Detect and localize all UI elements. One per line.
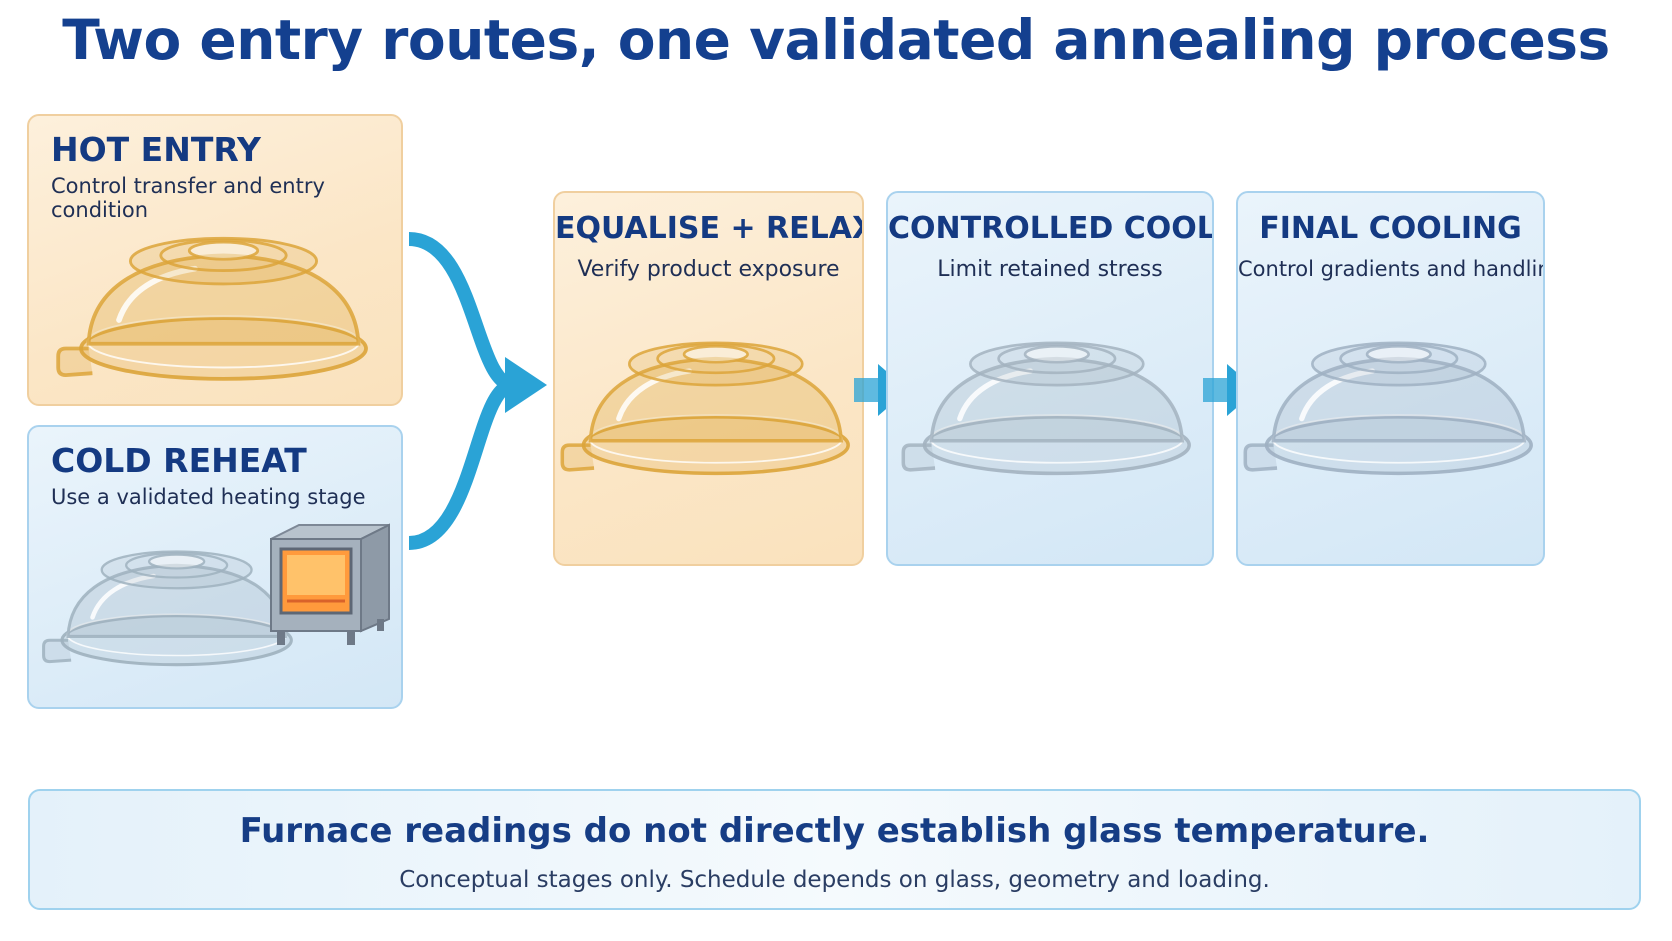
reheat-oven-icon <box>270 523 390 645</box>
final-cooling-title: FINAL COOLING <box>1259 211 1522 246</box>
final-cooling-subtitle: Control gradients and handling <box>1238 257 1545 281</box>
hot-entry-card: HOT ENTRY Control transfer and entry con… <box>27 114 403 406</box>
clear-glass-cover-icon <box>1240 311 1540 491</box>
controlled-cooling-card: CONTROLLED COOLING Limit retained stress <box>886 191 1214 566</box>
clear-glass-cover-icon <box>39 522 299 682</box>
equalise-relax-title: EQUALISE + RELAX <box>555 211 864 246</box>
hot-entry-subtitle: Control transfer and entry condition <box>51 174 325 222</box>
merge-arrow-icon <box>408 232 547 550</box>
cold-reheat-title: COLD REHEAT <box>51 441 307 480</box>
note-box: Furnace readings do not directly establi… <box>28 789 1641 910</box>
cold-reheat-card: COLD REHEAT Use a validated heating stag… <box>27 425 403 709</box>
equalise-relax-card: EQUALISE + RELAX Verify product exposure <box>553 191 864 566</box>
note-main-text: Furnace readings do not directly establi… <box>239 811 1430 851</box>
final-cooling-card: FINAL COOLING Control gradients and hand… <box>1236 191 1545 566</box>
amber-glass-cover-icon <box>49 206 379 396</box>
amber-glass-cover-icon <box>557 311 857 491</box>
controlled-cooling-subtitle: Limit retained stress <box>937 257 1163 282</box>
clear-glass-cover-icon <box>898 311 1198 491</box>
equalise-relax-subtitle: Verify product exposure <box>577 257 840 282</box>
note-sub-text: Conceptual stages only. Schedule depends… <box>399 867 1270 893</box>
controlled-cooling-title: CONTROLLED COOLING <box>888 211 1214 246</box>
page-title: Two entry routes, one validated annealin… <box>62 8 1610 72</box>
cold-reheat-subtitle: Use a validated heating stage <box>51 485 366 509</box>
hot-entry-title: HOT ENTRY <box>51 130 261 169</box>
